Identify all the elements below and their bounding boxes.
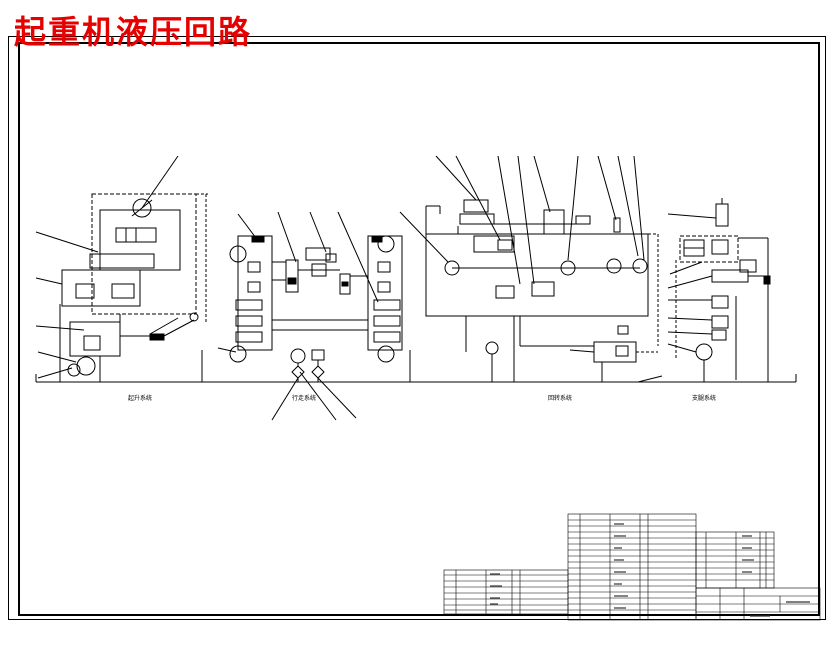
hoist-system: [35, 155, 208, 382]
section-caption-outrigger: 支腿系统: [692, 394, 716, 402]
hoist-motor-symbol: [132, 198, 152, 218]
hoist-pump-symbol: [76, 356, 96, 376]
outrigger-system: [667, 198, 771, 382]
section-caption-slewing: 回转系统: [548, 394, 572, 402]
hoist-pump-block: [69, 321, 121, 357]
slewing-system: [399, 155, 663, 383]
drawing-title: 起重机液压回路: [14, 13, 253, 51]
title-block: [443, 513, 821, 621]
travel-system: [201, 211, 411, 421]
section-caption-travel: 行走系统: [292, 394, 316, 402]
section-caption-hoist: 起升系统: [128, 394, 152, 402]
tank-return-line: [35, 374, 797, 383]
